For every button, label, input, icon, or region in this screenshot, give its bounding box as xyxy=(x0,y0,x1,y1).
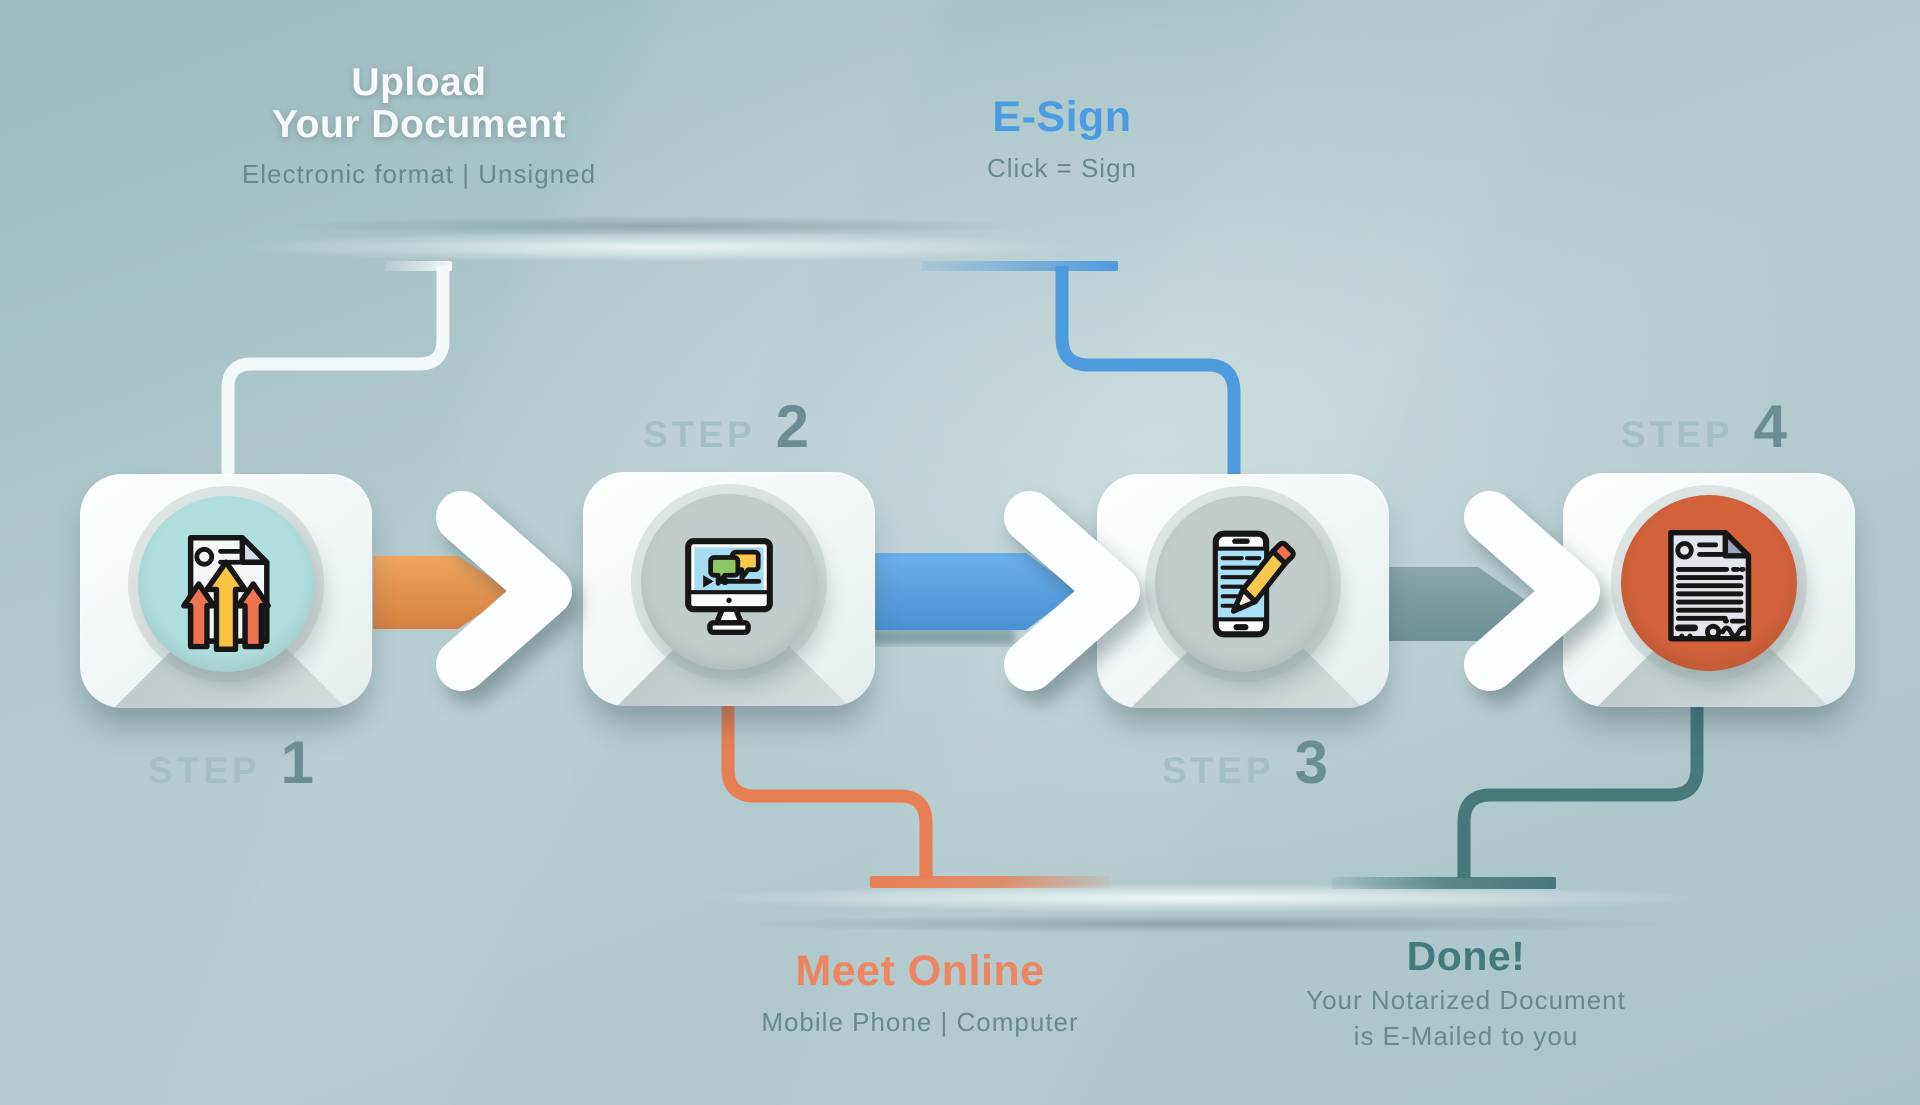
meet-online-subtitle: Mobile Phone | Computer xyxy=(761,1007,1079,1038)
step-number: 2 xyxy=(775,393,810,460)
chevron-right-icon-3 xyxy=(1464,491,1600,691)
done-connector-end-bar xyxy=(1332,877,1556,889)
step-3-label: STEP 3 xyxy=(1162,728,1328,797)
upload-connector-line xyxy=(221,266,450,482)
upload-document-icon xyxy=(181,535,271,652)
meet-online-callout: Meet Online Mobile Phone | Computer xyxy=(670,948,1170,1040)
band-step1-step2 xyxy=(373,556,512,629)
step-word: STEP xyxy=(1162,750,1275,791)
upload-title-line2: Your Document xyxy=(272,103,566,147)
step-word: STEP xyxy=(1621,414,1734,455)
chevron-right-icon-1 xyxy=(436,491,572,691)
band-step3-step4 xyxy=(1383,567,1531,641)
chevron-right-icon-2 xyxy=(1004,491,1140,691)
notarized-document-icon xyxy=(1668,529,1752,642)
meet-online-connector-end-bar xyxy=(870,876,1110,888)
esign-title: E-Sign xyxy=(992,93,1132,141)
upload-title-line1: Upload xyxy=(351,61,487,104)
done-callout: Done! Your Notarized Document is E-Maile… xyxy=(1216,934,1716,1053)
esign-subtitle: Click = Sign xyxy=(987,153,1137,184)
step-2-card xyxy=(583,472,875,706)
band-blue-shadow xyxy=(853,628,1015,645)
esign-connector-start-bar xyxy=(922,261,1118,271)
step-1-icon-circle xyxy=(138,496,314,672)
step-1-label: STEP 1 xyxy=(148,728,314,797)
meet-online-connector-line xyxy=(721,700,933,878)
step-1-card xyxy=(80,474,372,708)
step-number: 3 xyxy=(1294,729,1329,796)
upload-connector-start-bar xyxy=(386,261,452,271)
step-4-label: STEP 4 xyxy=(1621,392,1787,461)
upload-subtitle: Electronic format | Unsigned xyxy=(241,159,597,190)
step-word: STEP xyxy=(643,414,756,455)
step-4-icon-circle xyxy=(1621,495,1797,671)
band-step2-step3 xyxy=(851,553,1078,630)
step-2-icon-circle xyxy=(641,494,817,670)
done-subtitle-line1: Your Notarized Document xyxy=(1306,985,1626,1016)
esign-smartphone-icon xyxy=(1212,530,1296,638)
esign-callout: E-Sign Click = Sign xyxy=(862,94,1262,186)
meet-online-title: Meet Online xyxy=(795,947,1045,995)
step-2-label: STEP 2 xyxy=(643,392,809,461)
step-word: STEP xyxy=(148,750,261,791)
done-connector-line xyxy=(1457,700,1704,878)
step-3-card xyxy=(1097,474,1389,708)
esign-connector-line xyxy=(1055,266,1241,482)
upload-callout: Upload Your Document Electronic format |… xyxy=(169,61,669,191)
step-3-icon-circle xyxy=(1155,496,1331,672)
done-subtitle-line2: is E-Mailed to you xyxy=(1353,1020,1579,1051)
online-meeting-monitor-icon xyxy=(685,538,773,636)
step-4-card xyxy=(1563,473,1855,707)
step-number: 1 xyxy=(280,729,315,796)
done-title: Done! xyxy=(1406,933,1526,979)
step-number: 4 xyxy=(1753,393,1788,460)
